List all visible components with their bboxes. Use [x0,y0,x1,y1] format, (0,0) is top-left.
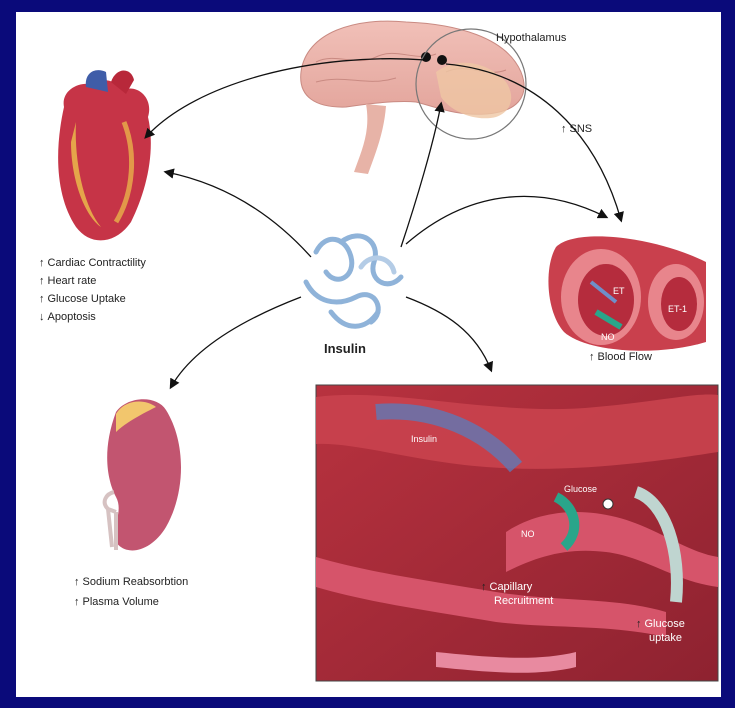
heart-effect-4: Apoptosis [39,310,96,324]
blood-vessel-illustration [548,236,706,350]
capillary-label-line2: Recruitment [494,594,553,608]
diagram-panel: Hypothalamus SNS Cardiac Contractility H… [16,12,721,697]
heart-effect-1: Cardiac Contractility [39,256,146,270]
muscle-no-label: NO [521,527,535,541]
kidney-illustration [105,399,181,550]
vessel-et1-label: ET-1 [668,302,687,316]
muscle-glucose-label: Glucose [564,482,597,496]
kidney-effect-text: Sodium Reabsorbtion [83,576,189,588]
insulin-label: Insulin [324,342,366,356]
capillary-label-line1: Capillary [481,580,532,594]
heart-effect-text: Heart rate [48,275,97,287]
heart-effect-text: Apoptosis [48,311,96,323]
capillary-text: Capillary [490,581,533,593]
vessel-et-label: ET [613,284,625,298]
blood-flow-label: Blood Flow [589,350,652,364]
sns-text: SNS [570,123,593,135]
heart-effect-3: Glucose Uptake [39,292,126,306]
kidney-effect-1: Sodium Reabsorbtion [74,575,188,589]
heart-effect-2: Heart rate [39,274,96,288]
heart-illustration [58,70,151,240]
kidney-effect-2: Plasma Volume [74,595,159,609]
insulin-protein-illustration [306,236,401,326]
blood-flow-text: Blood Flow [598,351,652,363]
heart-effect-text: Glucose Uptake [48,293,126,305]
sns-label: SNS [561,122,592,136]
heart-effect-text: Cardiac Contractility [48,257,146,269]
vessel-no-label: NO [601,330,615,344]
uptake-label-line2: uptake [649,631,682,645]
muscle-insulin-label: Insulin [411,432,437,446]
hypothalamus-label: Hypothalamus [496,31,566,45]
uptake-label-line1: Glucose [636,617,685,631]
uptake-text: Glucose [645,618,685,630]
kidney-effect-text: Plasma Volume [83,596,159,608]
